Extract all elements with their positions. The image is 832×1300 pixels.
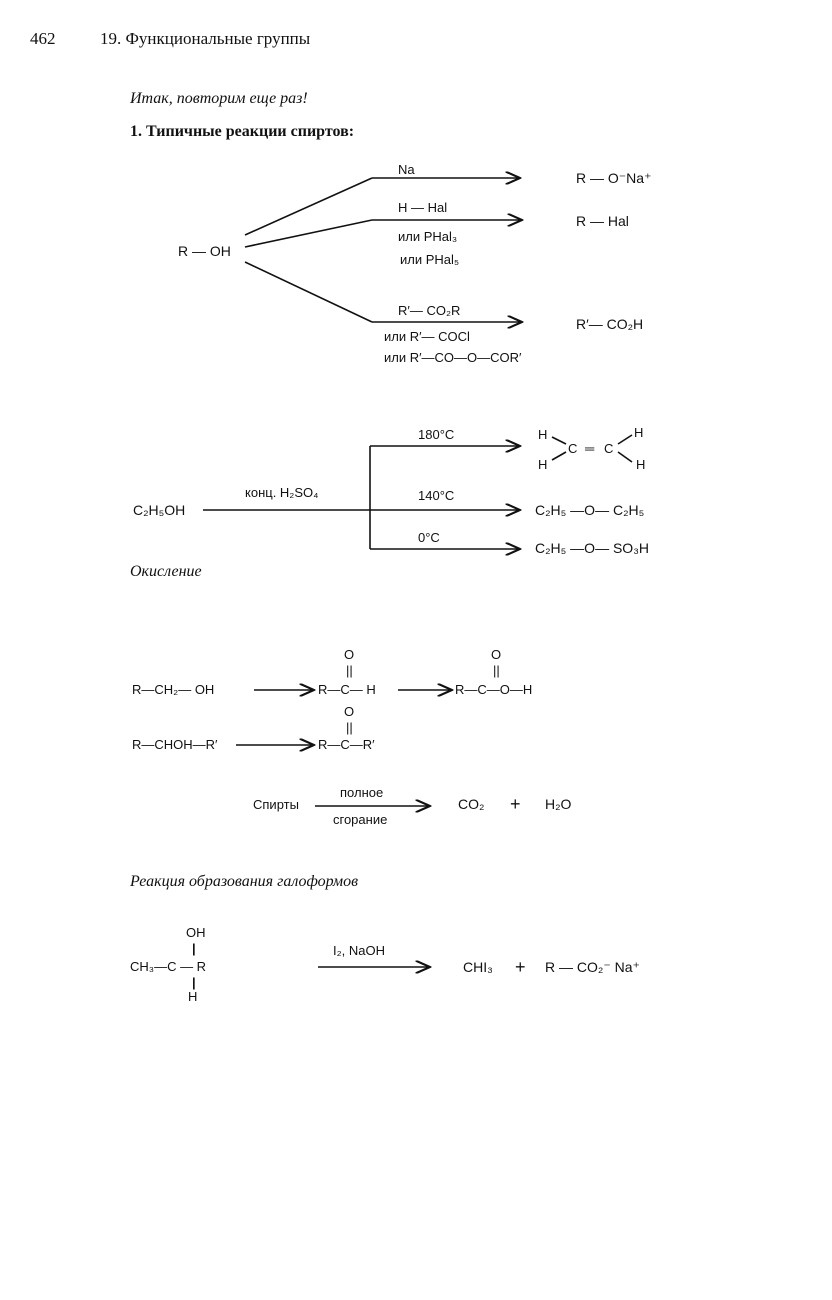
double-bond: || [346,663,353,678]
ethylene-atom: C [568,441,578,456]
reagent: H — Hal [398,200,448,215]
product: CO₂ [458,796,485,812]
reagent: или R′—CO—O—COR′ [384,350,522,365]
chapter-title: 19. Функциональные группы [100,29,311,48]
product: H₂O [545,796,572,812]
ethylene-atom: H [538,457,548,472]
h-atom: H [188,989,198,1004]
reactant: R—CH₂— OH [132,682,215,697]
bond: | [192,975,196,990]
ketone: R—C—R′ [318,737,375,752]
aldehyde: R—C— H [318,682,376,697]
reactant: R—CHOH—R′ [132,737,218,752]
product: R′— CO₂H [576,316,644,332]
ethylene-atom: H [634,425,644,440]
product: C₂H₅ —O— SO₃H [535,540,650,556]
carbonyl-o: O [344,704,355,719]
reagent: или R′— COCl [384,329,470,344]
reagent: или PHal₃ [398,229,458,244]
reactant-alcohol: R — OH [178,243,231,259]
combustion-reactant: Спирты [253,797,299,812]
reactant: CH₃—C — R [130,959,207,974]
product: R — CO₂⁻ Na⁺ [545,959,640,975]
reagent: R′— CO₂R [398,303,461,318]
product: R — Hal [576,213,629,229]
reactant-ethanol: C₂H₅OH [133,502,186,518]
intro-text: Итак, повторим еще раз! [130,90,308,107]
bond: | [192,941,196,956]
reagent: или PHal₅ [400,252,460,267]
ethylene-atom: ═ [585,441,595,456]
product: R — O⁻Na⁺ [576,170,652,186]
page-number: 462 [30,29,56,48]
double-bond: || [346,720,353,735]
reagent: I₂, NaOH [333,943,385,958]
reagent: конц. H₂SO₄ [245,485,319,500]
combustion-below: сгорание [333,812,388,827]
combustion-above: полное [340,785,384,800]
carbonyl-o: O [344,647,355,662]
double-bond: || [493,663,500,678]
ethylene-atom: C [604,441,614,456]
condition: 0°C [418,530,440,545]
product: CHI₃ [463,959,493,975]
condition: 180°C [418,427,455,442]
haloform-title: Реакция образования галоформов [130,873,359,890]
reagent: Na [398,162,415,177]
oh-group: OH [186,925,206,940]
product: C₂H₅ —O— C₂H₅ [535,502,645,518]
acid: R—C—O—H [455,682,533,697]
carbonyl-o: O [491,647,502,662]
ethylene-atom: H [636,457,646,472]
plus: + [515,957,526,977]
condition: 140°C [418,488,455,503]
ethylene-atom: H [538,427,548,442]
section-title: 1. Типичные реакции спиртов: [130,123,355,140]
plus: + [510,794,521,814]
oxidation-title: Окисление [130,563,202,580]
